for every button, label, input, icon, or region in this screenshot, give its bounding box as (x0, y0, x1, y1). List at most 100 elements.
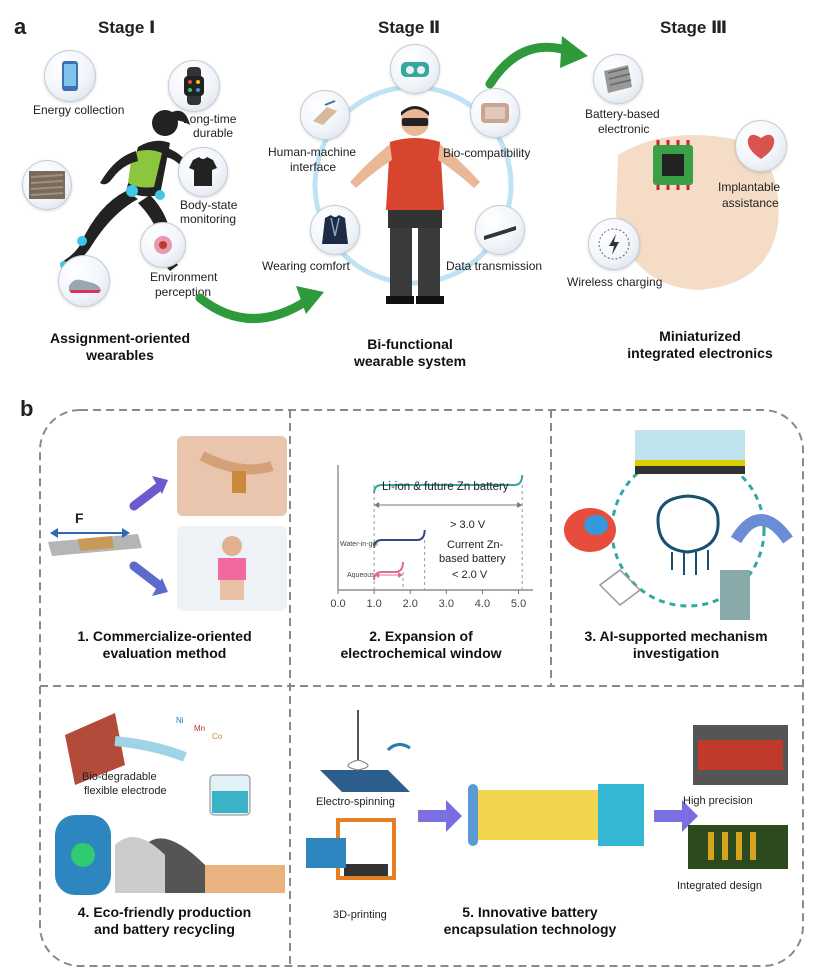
caption-stage2-line1: Bi-functional (367, 336, 453, 352)
label-lt2v: < 2.0 V (452, 569, 488, 581)
label-energy-collection: Energy collection (33, 103, 125, 117)
fabric-texture-icon (29, 171, 65, 199)
recycling-illustration (55, 713, 285, 895)
sensor-icon (154, 236, 172, 254)
label-integrated-design: Integrated design (677, 880, 763, 892)
caption-stage3-line2: integrated electronics (627, 345, 773, 361)
caption-cell5-line1: 5. Innovative battery (462, 904, 598, 920)
hmi-bubble (300, 90, 350, 140)
heart-icon (747, 134, 775, 159)
stage-2-title: Stage Ⅱ (378, 18, 441, 37)
chart-series-line (373, 474, 524, 494)
force-arrow (50, 528, 130, 538)
caption-cell3-line2: investigation (632, 645, 720, 661)
caption-cell3-line1: 3. AI-supported mechanism (584, 628, 768, 644)
label-wearing-comfort: Wearing comfort (262, 259, 350, 273)
caption-cell4: 4. Eco-friendly production and battery r… (42, 904, 287, 938)
flexible-circuit-icon (484, 226, 516, 240)
label-body-state-2: monitoring (180, 212, 237, 226)
arrow-stage1-to-2 (195, 286, 324, 323)
chart-x-tick-label: 5.0 (511, 598, 526, 610)
label-wireless-charging: Wireless charging (567, 275, 663, 289)
label-ni: Ni (176, 716, 184, 725)
encapsulation-illustration (306, 710, 788, 880)
chart-series-line (373, 561, 404, 581)
caption-cell1-line1: 1. Commercialize-oriented (77, 628, 252, 644)
hand-interface-icon (313, 100, 337, 125)
force-label: F (75, 510, 84, 526)
label-body-state-1: Body-state (180, 198, 238, 212)
caption-stage1-line1: Assignment-oriented (49, 330, 190, 346)
garment-bubble (310, 205, 360, 255)
caption-cell1-line2: evaluation method (102, 645, 227, 661)
vr-headset-icon (401, 62, 429, 77)
bio-bubble (470, 88, 520, 138)
label-flexible-electrode: flexible electrode (84, 785, 167, 797)
shirt-bubble (178, 147, 228, 197)
caption-stage3-line1: Miniaturized (659, 328, 741, 344)
tshirt-icon (189, 157, 217, 186)
label-liion: Li-ion & future Zn battery (382, 481, 509, 493)
wireless-charging-icon (598, 228, 630, 260)
shoe-icon (69, 279, 101, 293)
caption-stage1-line2: wearables (86, 347, 154, 363)
skin-patch-icon (481, 103, 509, 123)
person-figure (350, 106, 480, 304)
watch-bubble (168, 60, 220, 112)
data-bubble (475, 205, 525, 255)
label-3d-printing: 3D-printing (333, 909, 387, 921)
battery-film-icon (604, 65, 632, 93)
label-high-precision: High precision (683, 795, 753, 807)
chart-x-tick-label: 2.0 (403, 598, 418, 610)
label-co: Co (212, 732, 223, 741)
garment-icon (322, 215, 348, 244)
stretch-test-illustration (48, 436, 287, 611)
panel-a-letter: a (14, 14, 27, 39)
caption-cell5-line2: encapsulation technology (443, 921, 617, 937)
label-environment-1: Environment (150, 270, 218, 284)
label-long-time-1: Long-time (183, 112, 237, 126)
stage-3-title: Stage Ⅲ (660, 18, 728, 37)
label-electro-spinning: Electro-spinning (316, 796, 395, 808)
phone-bubble (44, 50, 96, 102)
stage-1-title: Stage Ⅰ (98, 18, 156, 37)
label-mn: Mn (194, 724, 206, 733)
fabric-bubble (22, 160, 72, 210)
caption-cell5: 5. Innovative battery encapsulation tech… (400, 904, 660, 938)
label-hmi-2: interface (290, 160, 337, 174)
wireless-bubble (588, 218, 640, 270)
caption-cell1: 1. Commercialize-oriented evaluation met… (42, 628, 287, 662)
label-current-zn-1: Current Zn- (447, 539, 504, 551)
label-water-in-gel: Water-in-gel (340, 541, 378, 548)
caption-cell4-line2: and battery recycling (94, 921, 235, 937)
caption-cell2-line2: electrochemical window (340, 645, 502, 661)
smartwatch-icon (184, 67, 204, 105)
heart-bubble (735, 120, 787, 172)
ai-mechanism-illustration (564, 430, 793, 620)
chart-x-tick-label: 4.0 (475, 598, 490, 610)
caption-stage2-line2: wearable system (353, 353, 467, 369)
caption-cell2: 2. Expansion of electrochemical window (292, 628, 550, 662)
caption-cell3: 3. AI-supported mechanism investigation (552, 628, 800, 662)
label-implantable-2: assistance (722, 196, 779, 210)
label-long-time-2: durable (193, 126, 234, 140)
panel-b-letter: b (20, 396, 34, 421)
sensor-bubble (140, 222, 186, 268)
caption-stage3: Miniaturized integrated electronics (600, 328, 800, 362)
chart-span-gt3-head-start (374, 502, 380, 508)
label-implantable-1: Implantable (718, 180, 781, 194)
phone-icon (62, 61, 78, 91)
vr-bubble (390, 44, 440, 94)
chart-span-aqueous-head-end (398, 572, 403, 578)
caption-cell2-line1: 2. Expansion of (369, 628, 473, 644)
battery-film-bubble (593, 54, 643, 104)
caption-stage1: Assignment-oriented wearables (20, 330, 220, 364)
label-current-zn-2: based battery (439, 553, 506, 565)
label-data-transmission: Data transmission (446, 259, 543, 273)
shoe-bubble (58, 255, 110, 307)
caption-stage2: Bi-functional wearable system (310, 336, 510, 370)
chart-x-tick-label: 1.0 (366, 598, 381, 610)
caption-cell4-line1: 4. Eco-friendly production (77, 904, 252, 920)
chart-series-line (373, 529, 426, 549)
